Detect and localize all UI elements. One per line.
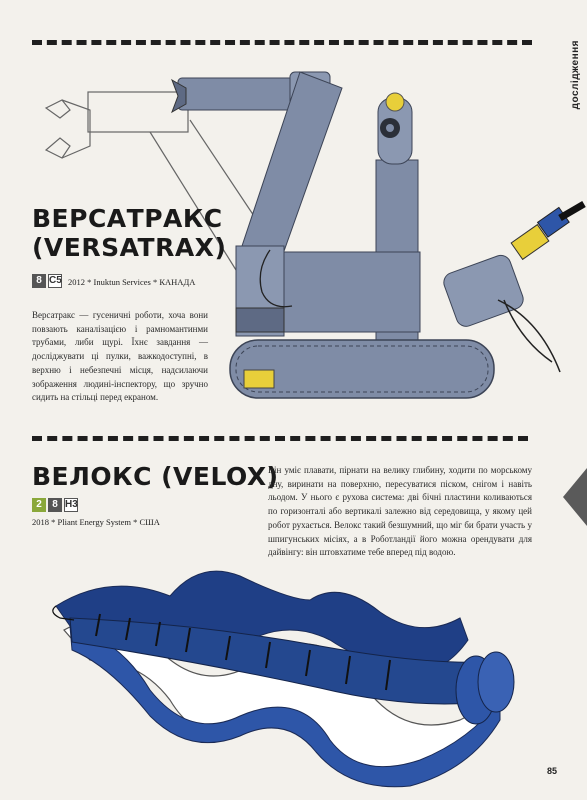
velox-badges: 2 8 Н3 xyxy=(32,498,78,512)
velox-meta: 2018 * Pliant Energy System * США xyxy=(32,517,160,527)
velox-title: ВЕЛОКС (VELOX) xyxy=(32,462,279,491)
middle-divider xyxy=(32,436,528,441)
badge-class: С5 xyxy=(48,274,62,288)
page-number: 85 xyxy=(546,766,557,776)
versatrax-meta: 2012 * Inuktun Services * КАНАДА xyxy=(68,277,196,287)
versatrax-badges: 8 С5 xyxy=(32,274,62,288)
velox-description: Він уміє плавати, пірнати на велику глиб… xyxy=(268,465,532,558)
badge-class: Н3 xyxy=(64,498,78,512)
top-divider xyxy=(32,40,532,45)
versatrax-title-line1: ВЕРСАТРАКС xyxy=(32,204,223,233)
badge-rating: 8 xyxy=(32,274,46,288)
badge-level: 2 xyxy=(32,498,46,512)
versatrax-description: Версатракс — гусеничні роботи, хоча вони… xyxy=(32,310,208,403)
badge-rating: 8 xyxy=(48,498,62,512)
versatrax-title-line2: (VERSATRAX) xyxy=(32,233,227,262)
